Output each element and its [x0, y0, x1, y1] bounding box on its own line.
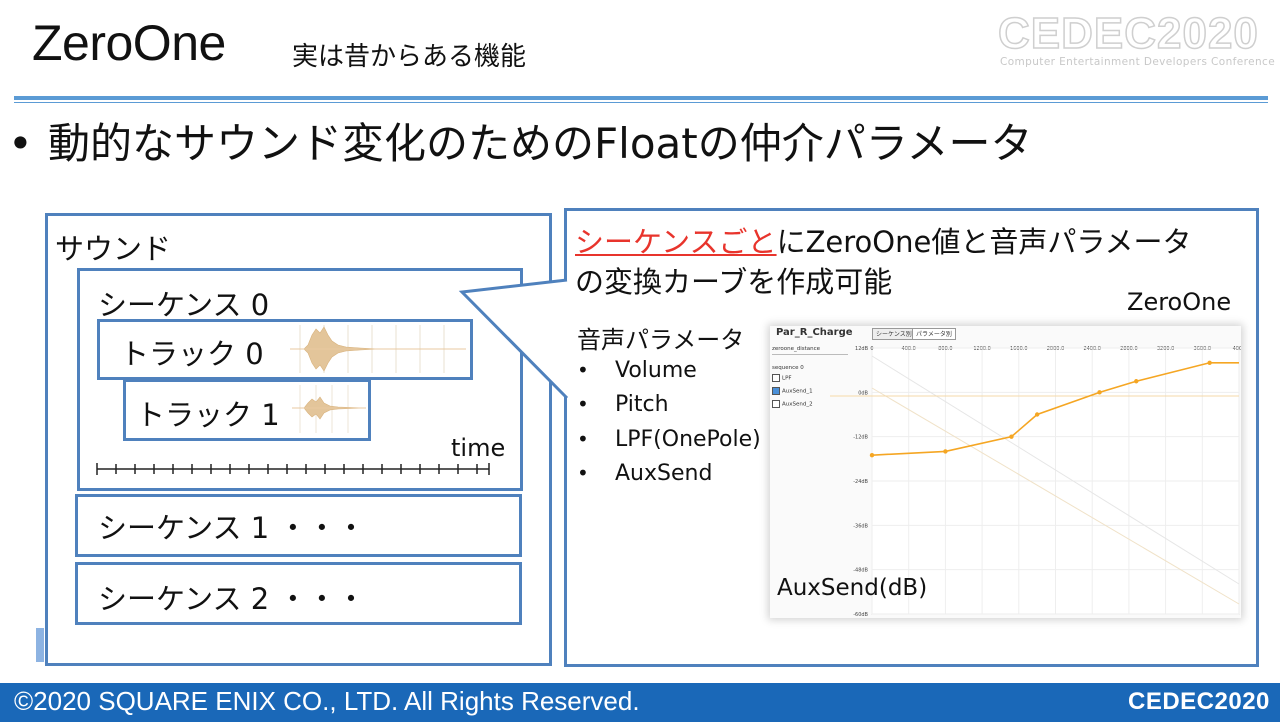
footer-bar: ©2020 SQUARE ENIX CO., LTD. All Rights R…	[0, 683, 1280, 722]
track1-label: トラック 1	[136, 398, 280, 432]
y-tick-label: -12dB	[853, 435, 868, 441]
left-edge-tab	[36, 628, 44, 662]
param-checkbox-label: AuxSend_1	[782, 388, 813, 395]
x-tick-label: 4000	[1233, 346, 1241, 352]
x-tick-label: 1600.0	[1010, 346, 1028, 352]
cedec-logo-text: CEDEC2020	[997, 9, 1259, 58]
desc-line1-text: にZeroOne値と音声パラメータ	[776, 225, 1192, 259]
main-bullet-text: 動的なサウンド変化のためのFloatの仲介パラメータ	[48, 119, 1033, 168]
x-tick-label: 2800.0	[1120, 346, 1138, 352]
parameter-dropdown[interactable]: zeroone_distance	[772, 346, 848, 355]
curve-control-point[interactable]	[1034, 412, 1040, 417]
inactive-curve	[871, 387, 1240, 605]
title-divider-thin	[14, 102, 1268, 103]
desc-highlight: シーケンスごと	[575, 225, 777, 259]
sequence2-box	[75, 562, 522, 625]
param-checkbox-label: AuxSend_2	[782, 401, 813, 408]
x-tick-label: 0	[870, 346, 873, 352]
param-item: LPF(OnePole)	[577, 427, 761, 461]
curve-control-point[interactable]	[1009, 434, 1014, 439]
sequence-label: sequence 0	[772, 365, 804, 371]
timeline-ruler	[96, 463, 490, 475]
slide-subtitle: 実は昔からある機能	[292, 42, 527, 72]
param-checkbox[interactable]	[772, 374, 780, 382]
curve-control-point[interactable]	[1134, 379, 1139, 384]
param-checkbox-row[interactable]: LPF	[772, 374, 848, 382]
track1-waveform-icon	[292, 385, 366, 433]
y-tick-label: -24dB	[853, 479, 868, 485]
editor-title: Par_R_Charge	[776, 327, 853, 338]
x-tick-label: 400.0	[902, 346, 916, 352]
y-tick-label: -36dB	[853, 523, 868, 529]
y-tick-label: -60dB	[853, 612, 868, 618]
x-tick-label: 1200.0	[973, 346, 991, 352]
footer-cedec-logo: CEDEC2020	[1128, 688, 1270, 715]
tab-by-sequence[interactable]: シーケンス別	[872, 328, 916, 340]
track0-label: トラック 0	[120, 337, 264, 371]
x-tick-label: 3600.0	[1194, 346, 1212, 352]
cedec-logo: CEDEC2020 Computer Entertainment Develop…	[997, 9, 1276, 72]
copyright-text: ©2020 SQUARE ENIX CO., LTD. All Rights R…	[14, 686, 640, 716]
param-checkbox-label: LPF	[782, 375, 792, 382]
param-checkbox[interactable]	[772, 387, 780, 395]
editor-sidebar: zeroone_distance sequence 0 LPF AuxSend_…	[772, 342, 848, 612]
param-item: Volume	[577, 358, 761, 392]
time-label: time	[451, 434, 506, 462]
params-title: 音声パラメータ	[577, 326, 745, 354]
slide-title: ZeroOne	[32, 15, 226, 71]
track0-waveform-icon	[290, 325, 466, 373]
curve-control-point[interactable]	[1207, 360, 1212, 365]
y-tick-label: 0dB	[858, 390, 868, 396]
param-item: Pitch	[577, 392, 761, 426]
x-tick-label: 800.0	[938, 346, 952, 352]
editor-header: Par_R_Charge シーケンス別 パラメータ別	[770, 326, 1241, 342]
y-tick-label: -48dB	[853, 568, 868, 574]
curve-control-point[interactable]	[943, 449, 948, 454]
curve-control-point[interactable]	[869, 452, 875, 458]
param-checkbox[interactable]	[772, 400, 780, 408]
param-checkbox-row[interactable]: AuxSend_1	[772, 387, 848, 395]
auxsend-curve[interactable]	[871, 361, 1239, 456]
panel-description: シーケンスごとにZeroOne値と音声パラメータ の変換カーブを作成可能	[575, 222, 1191, 302]
x-tick-label: 3200.0	[1157, 346, 1175, 352]
bullet-dot: •	[8, 119, 33, 168]
sequence1-label: シーケンス 1 ・・・	[98, 511, 366, 545]
main-bullet: • 動的なサウンド変化のためのFloatの仲介パラメータ	[8, 110, 1032, 171]
params-list: Volume Pitch LPF(OnePole) AuxSend	[577, 358, 761, 495]
curve-plot-axes: 0 400.0 800.0 1200.0 1600.0 2000.0 2400.0 2800.…	[830, 346, 1241, 618]
sequence0-label: シーケンス 0	[98, 288, 270, 322]
curve-control-point[interactable]	[1097, 390, 1102, 395]
sequence2-label: シーケンス 2 ・・・	[98, 582, 366, 616]
desc-line2: の変換カーブを作成可能	[575, 265, 893, 299]
auxsend-axis-label: AuxSend(dB)	[777, 575, 928, 601]
zeroone-axis-label: ZeroOne	[1127, 288, 1232, 316]
y-tick-label: 12dB	[855, 346, 869, 352]
inactive-curve	[871, 355, 1240, 585]
desc-line1: シーケンスごとにZeroOne値と音声パラメータ	[575, 222, 1191, 262]
sound-label: サウンド	[55, 232, 172, 266]
x-tick-label: 2000.0	[1047, 346, 1065, 352]
param-checkbox-row[interactable]: AuxSend_2	[772, 400, 848, 408]
sequence1-box	[75, 494, 522, 557]
x-tick-label: 2400.0	[1083, 346, 1101, 352]
title-divider	[14, 96, 1268, 100]
curve-editor-screenshot: Par_R_Charge シーケンス別 パラメータ別 zeroone_dista…	[770, 326, 1241, 618]
param-item: AuxSend	[577, 461, 761, 495]
cedec-logo-subtext: Computer Entertainment Developers Confer…	[1000, 56, 1276, 68]
tab-by-parameter[interactable]: パラメータ別	[912, 328, 956, 340]
